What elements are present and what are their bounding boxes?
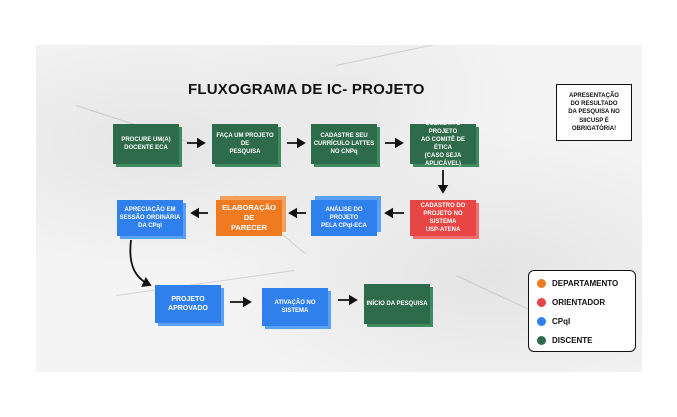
legend-label: DISCENTE [552, 336, 593, 345]
legend-dot [537, 298, 546, 307]
legend-label: DEPARTAMENTO [552, 279, 619, 288]
legend-dot [537, 317, 546, 326]
step-elaboracao-parecer: ELABORAÇÃO DE PARECER [216, 196, 286, 236]
step-ativacao-sistema: ATIVAÇÃO NO SISTEMA [262, 288, 331, 329]
notice-box: APRESENTAÇÃO DO RESULTADO DA PESQUISA NO… [556, 84, 632, 141]
step-procure-docente: PROCURE UM(A) DOCENTE ECA [113, 124, 182, 167]
legend: DEPARTAMENTO ORIENTADOR CPqI DISCENTE [528, 270, 636, 352]
step-faca-projeto: FAÇA UM PROJETO DE PESQUISA [212, 124, 281, 167]
step-apreciacao-sessao: APRECIAÇÃO EM SESSÃO ORDINÁRIA DA CPqI [117, 200, 186, 239]
step-inicio-pesquisa: INÍCIO DA PESQUISA [364, 284, 433, 327]
legend-dot [537, 336, 546, 345]
step-projeto-aprovado: PROJETO APROVADO [155, 285, 224, 326]
legend-item-cpqi: CPqI [537, 317, 570, 326]
legend-label: ORIENTADOR [552, 298, 606, 307]
legend-label: CPqI [552, 317, 571, 326]
step-analise-cpqi: ANÁLISE DO PROJETO PELA CPqI-ECA [311, 196, 381, 236]
step-cadastro-atena: CADASTRO DO PROJETO NO SISTEMA USP-ATENA [410, 200, 479, 239]
legend-dot [537, 279, 546, 288]
step-cadastre-lattes: CADASTRE SEU CURRÍCULO LATTES NO CNPq [311, 124, 380, 167]
diagram-title: FLUXOGRAMA DE IC- PROJETO [188, 81, 425, 98]
legend-item-departamento: DEPARTAMENTO [537, 279, 618, 288]
step-submeta-etica: SUBMETA O PROJETO AO COMITÊ DE ÉTICA (CA… [410, 121, 479, 167]
legend-item-orientador: ORIENTADOR [537, 298, 605, 307]
legend-item-discente: DISCENTE [537, 336, 592, 345]
